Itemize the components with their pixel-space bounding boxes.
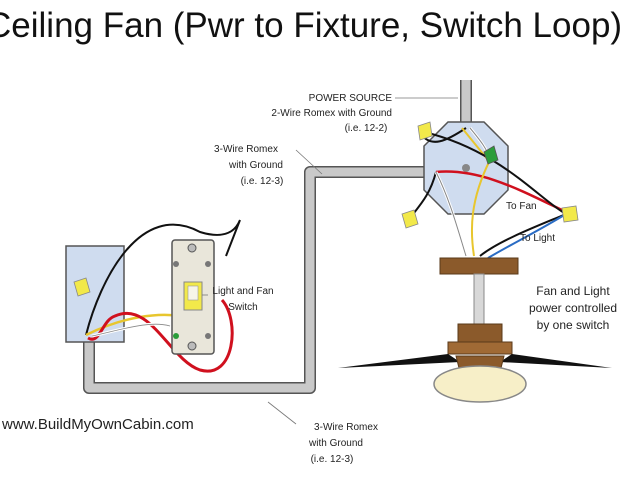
diagram-title: Ceiling Fan (Pwr to Fixture, Switch Loop… <box>0 6 623 45</box>
ceiling-fan <box>338 257 612 403</box>
romex-bottom-label: 3-Wire Romex with Ground (i.e. 12-3) <box>308 422 378 465</box>
light-globe <box>433 365 527 403</box>
fan-note-line2: power controlled <box>529 301 617 315</box>
power-source-line2: 2-Wire Romex with Ground <box>271 108 392 119</box>
fan-blade-left <box>338 354 460 368</box>
website-label: www.BuildMyOwnCabin.com <box>1 416 194 433</box>
power-source-line1: POWER SOURCE <box>309 93 393 104</box>
power-source-line3: (i.e. 12-2) <box>345 123 388 134</box>
switch-label-line2: Switch <box>228 302 257 313</box>
wire-nut-switch <box>73 277 91 297</box>
romex-top-line3: (i.e. 12-3) <box>241 176 284 187</box>
romex-top-line2: with Ground <box>228 160 283 171</box>
romex-bottom-line3: (i.e. 12-3) <box>311 454 354 465</box>
light-switch <box>171 239 215 355</box>
romex-bottom-line1: 3-Wire Romex <box>314 422 378 433</box>
power-source-label: POWER SOURCE 2-Wire Romex with Ground (i… <box>271 93 392 134</box>
fan-note-label: Fan and Light power controlled by one sw… <box>529 284 617 332</box>
romex-top-line1: 3-Wire Romex <box>214 144 278 155</box>
to-fan-label: To Fan <box>506 201 537 212</box>
switch-label-line1: Light and Fan <box>212 286 273 297</box>
wire-nuts-fixture <box>401 121 579 229</box>
switch-label: Light and Fan Switch <box>212 286 273 313</box>
switch-box <box>65 245 125 343</box>
to-light-label: To Light <box>520 233 555 244</box>
fixture-wires <box>409 127 567 259</box>
romex-cable <box>83 80 472 394</box>
romex-top-label: 3-Wire Romex with Ground (i.e. 12-3) <box>214 144 283 187</box>
romex-bottom-line2: with Ground <box>308 438 363 449</box>
fan-blade-right <box>500 354 612 368</box>
fan-note-line1: Fan and Light <box>536 284 610 298</box>
fan-note-line3: by one switch <box>537 318 610 332</box>
leader-lines <box>202 97 458 425</box>
